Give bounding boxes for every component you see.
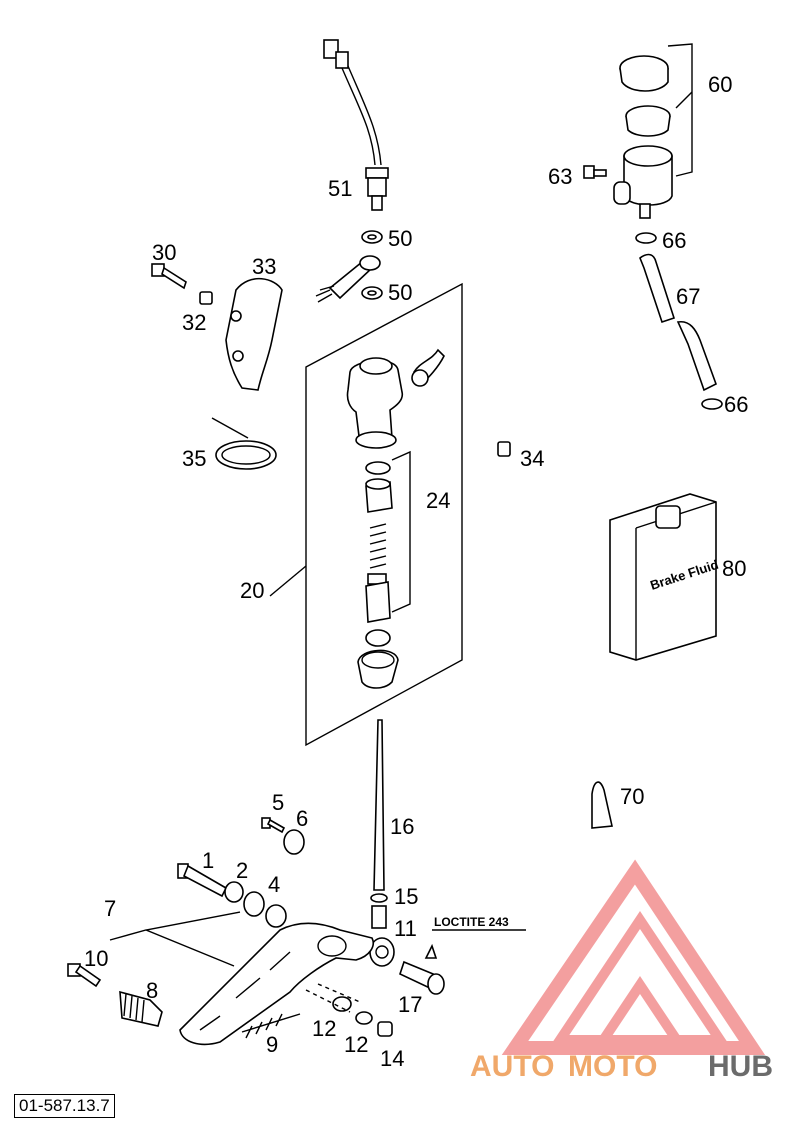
callout-66-a: 66: [662, 228, 686, 253]
bolt-17: [399, 943, 445, 995]
banjo-fitting: [315, 230, 383, 303]
svg-text:AUTO: AUTO: [470, 1050, 554, 1083]
heel-guard: [225, 277, 283, 391]
leader-12: [305, 983, 361, 1013]
callout-20: 20: [240, 578, 264, 603]
callout-6: 6: [296, 806, 308, 831]
callout-63: 63: [548, 164, 572, 189]
callout-10: 10: [84, 946, 108, 971]
master-cylinder: [346, 348, 445, 449]
callout-35: 35: [182, 446, 206, 471]
callout-8: 8: [146, 978, 158, 1003]
callout-11: 11: [394, 916, 417, 941]
hose-and-clamps: [635, 232, 723, 410]
callout-24: 24: [426, 488, 450, 513]
callout-14: 14: [380, 1046, 404, 1071]
piston-kit: [357, 450, 411, 689]
master-cylinder-box: [305, 282, 463, 747]
brake-fluid-bottle: Brake Fluid: [609, 493, 720, 661]
watermark-text: AUTO MOTO HUB: [470, 1050, 773, 1083]
callout-12-a: 12: [312, 1016, 336, 1041]
callout-80: 80: [722, 556, 746, 581]
callout-15: 15: [394, 884, 418, 909]
callout-16: 16: [390, 814, 414, 839]
leader-7: [109, 911, 241, 967]
callout-9: 9: [266, 1032, 278, 1057]
pedal-tip: [67, 963, 163, 1027]
brake-reservoir: [613, 43, 693, 219]
callout-50-a: 50: [388, 226, 412, 251]
push-rod: [369, 719, 395, 967]
screw-5: [261, 817, 305, 855]
callout-4: 4: [268, 872, 280, 897]
callout-67: 67: [676, 284, 700, 309]
callout-5: 5: [272, 790, 284, 815]
nut-32: [199, 291, 213, 305]
leader-20: [269, 565, 307, 597]
svg-text:HUB: HUB: [708, 1050, 773, 1083]
screw-63: [583, 165, 607, 179]
callout-33: 33: [252, 254, 276, 279]
return-spring: [241, 1013, 301, 1039]
callout-17: 17: [398, 992, 422, 1017]
cable-tie: [211, 417, 277, 470]
callout-60: 60: [708, 72, 732, 97]
bushings: [224, 881, 287, 928]
brake-light-switch: [323, 39, 389, 211]
watermark-logo: [501, 859, 766, 1055]
callout-30: 30: [152, 240, 176, 265]
callout-34: 34: [520, 446, 544, 471]
washers-nut: [332, 996, 393, 1037]
loctite-note: LOCTITE 243: [434, 915, 509, 929]
bolt-30: [151, 263, 187, 290]
callout-50-b: 50: [388, 280, 412, 305]
svg-text:MOTO: MOTO: [568, 1050, 657, 1083]
brake-pedal: [179, 922, 374, 1046]
nut-34: [497, 441, 511, 457]
callout-7: 7: [104, 896, 116, 921]
callout-51: 51: [328, 176, 352, 201]
document-number: 01-587.13.7: [14, 1094, 115, 1118]
callout-2: 2: [236, 858, 248, 883]
callout-70: 70: [620, 784, 644, 809]
callout-66-b: 66: [724, 392, 748, 417]
callout-1: 1: [202, 848, 214, 873]
callout-12-b: 12: [344, 1032, 368, 1057]
loctite-tube: [591, 781, 613, 829]
bolt-1: [177, 863, 228, 898]
callout-32: 32: [182, 310, 206, 335]
